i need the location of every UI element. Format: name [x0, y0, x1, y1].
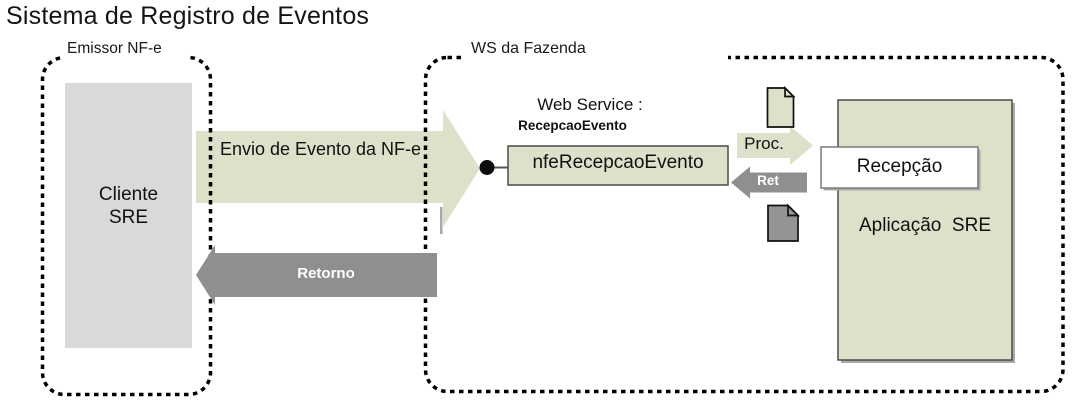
web-service-heading: Web Service : [537, 95, 643, 114]
recepcao-box [820, 146, 979, 189]
cliente-sre-box-label: Cliente SRE [65, 183, 192, 229]
ws-group-label: WS da Fazenda [468, 40, 589, 58]
vertical-tick-line [440, 207, 443, 234]
retorno-arrow-shape [196, 245, 437, 305]
retorno-arrow-label: Retorno [297, 265, 355, 282]
document-icon [766, 85, 796, 128]
web-service-name: RecepcaoEvento [518, 118, 627, 133]
endpoint-box-label: nfeRecepcaoEvento [532, 152, 704, 173]
aplicacao-sre-box-label: Aplicação SRE [858, 215, 991, 236]
envio-arrow-shape [196, 110, 480, 227]
bullet-circle-icon [479, 160, 495, 175]
proc-arrow-label: Proc. [744, 134, 784, 153]
page-title: Sistema de Registro de Eventos [6, 2, 370, 30]
ret-arrow-label: Ret [757, 173, 779, 188]
cliente-line2: SRE [108, 207, 149, 228]
cliente-sre-box [65, 83, 192, 348]
endpoint-box [507, 145, 729, 186]
recepcao-box-label: Recepção [856, 156, 943, 177]
envio-arrow-label: Envio de Evento da NF-e [219, 139, 422, 159]
document-icon [767, 203, 801, 242]
emissor-group-label: Emissor NF-e [64, 40, 165, 58]
aplicacao-sre-box [837, 99, 1013, 361]
proc-arrow-shape [737, 126, 813, 165]
ret-arrow-shape [731, 166, 807, 199]
cliente-line1: Cliente [98, 184, 159, 205]
